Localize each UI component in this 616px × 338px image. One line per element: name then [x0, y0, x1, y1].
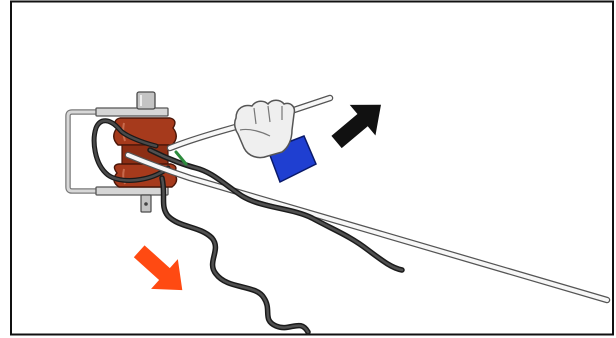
arrow-down-right-icon	[133, 245, 183, 291]
tie-wire-tails	[147, 147, 405, 335]
arrow-up-right-icon	[331, 104, 381, 149]
bolt	[136, 91, 156, 213]
clevis-bracket	[65, 107, 169, 196]
gloved-hand-icon	[233, 99, 317, 184]
tie-wire	[91, 118, 171, 183]
panel-border	[10, 0, 614, 336]
